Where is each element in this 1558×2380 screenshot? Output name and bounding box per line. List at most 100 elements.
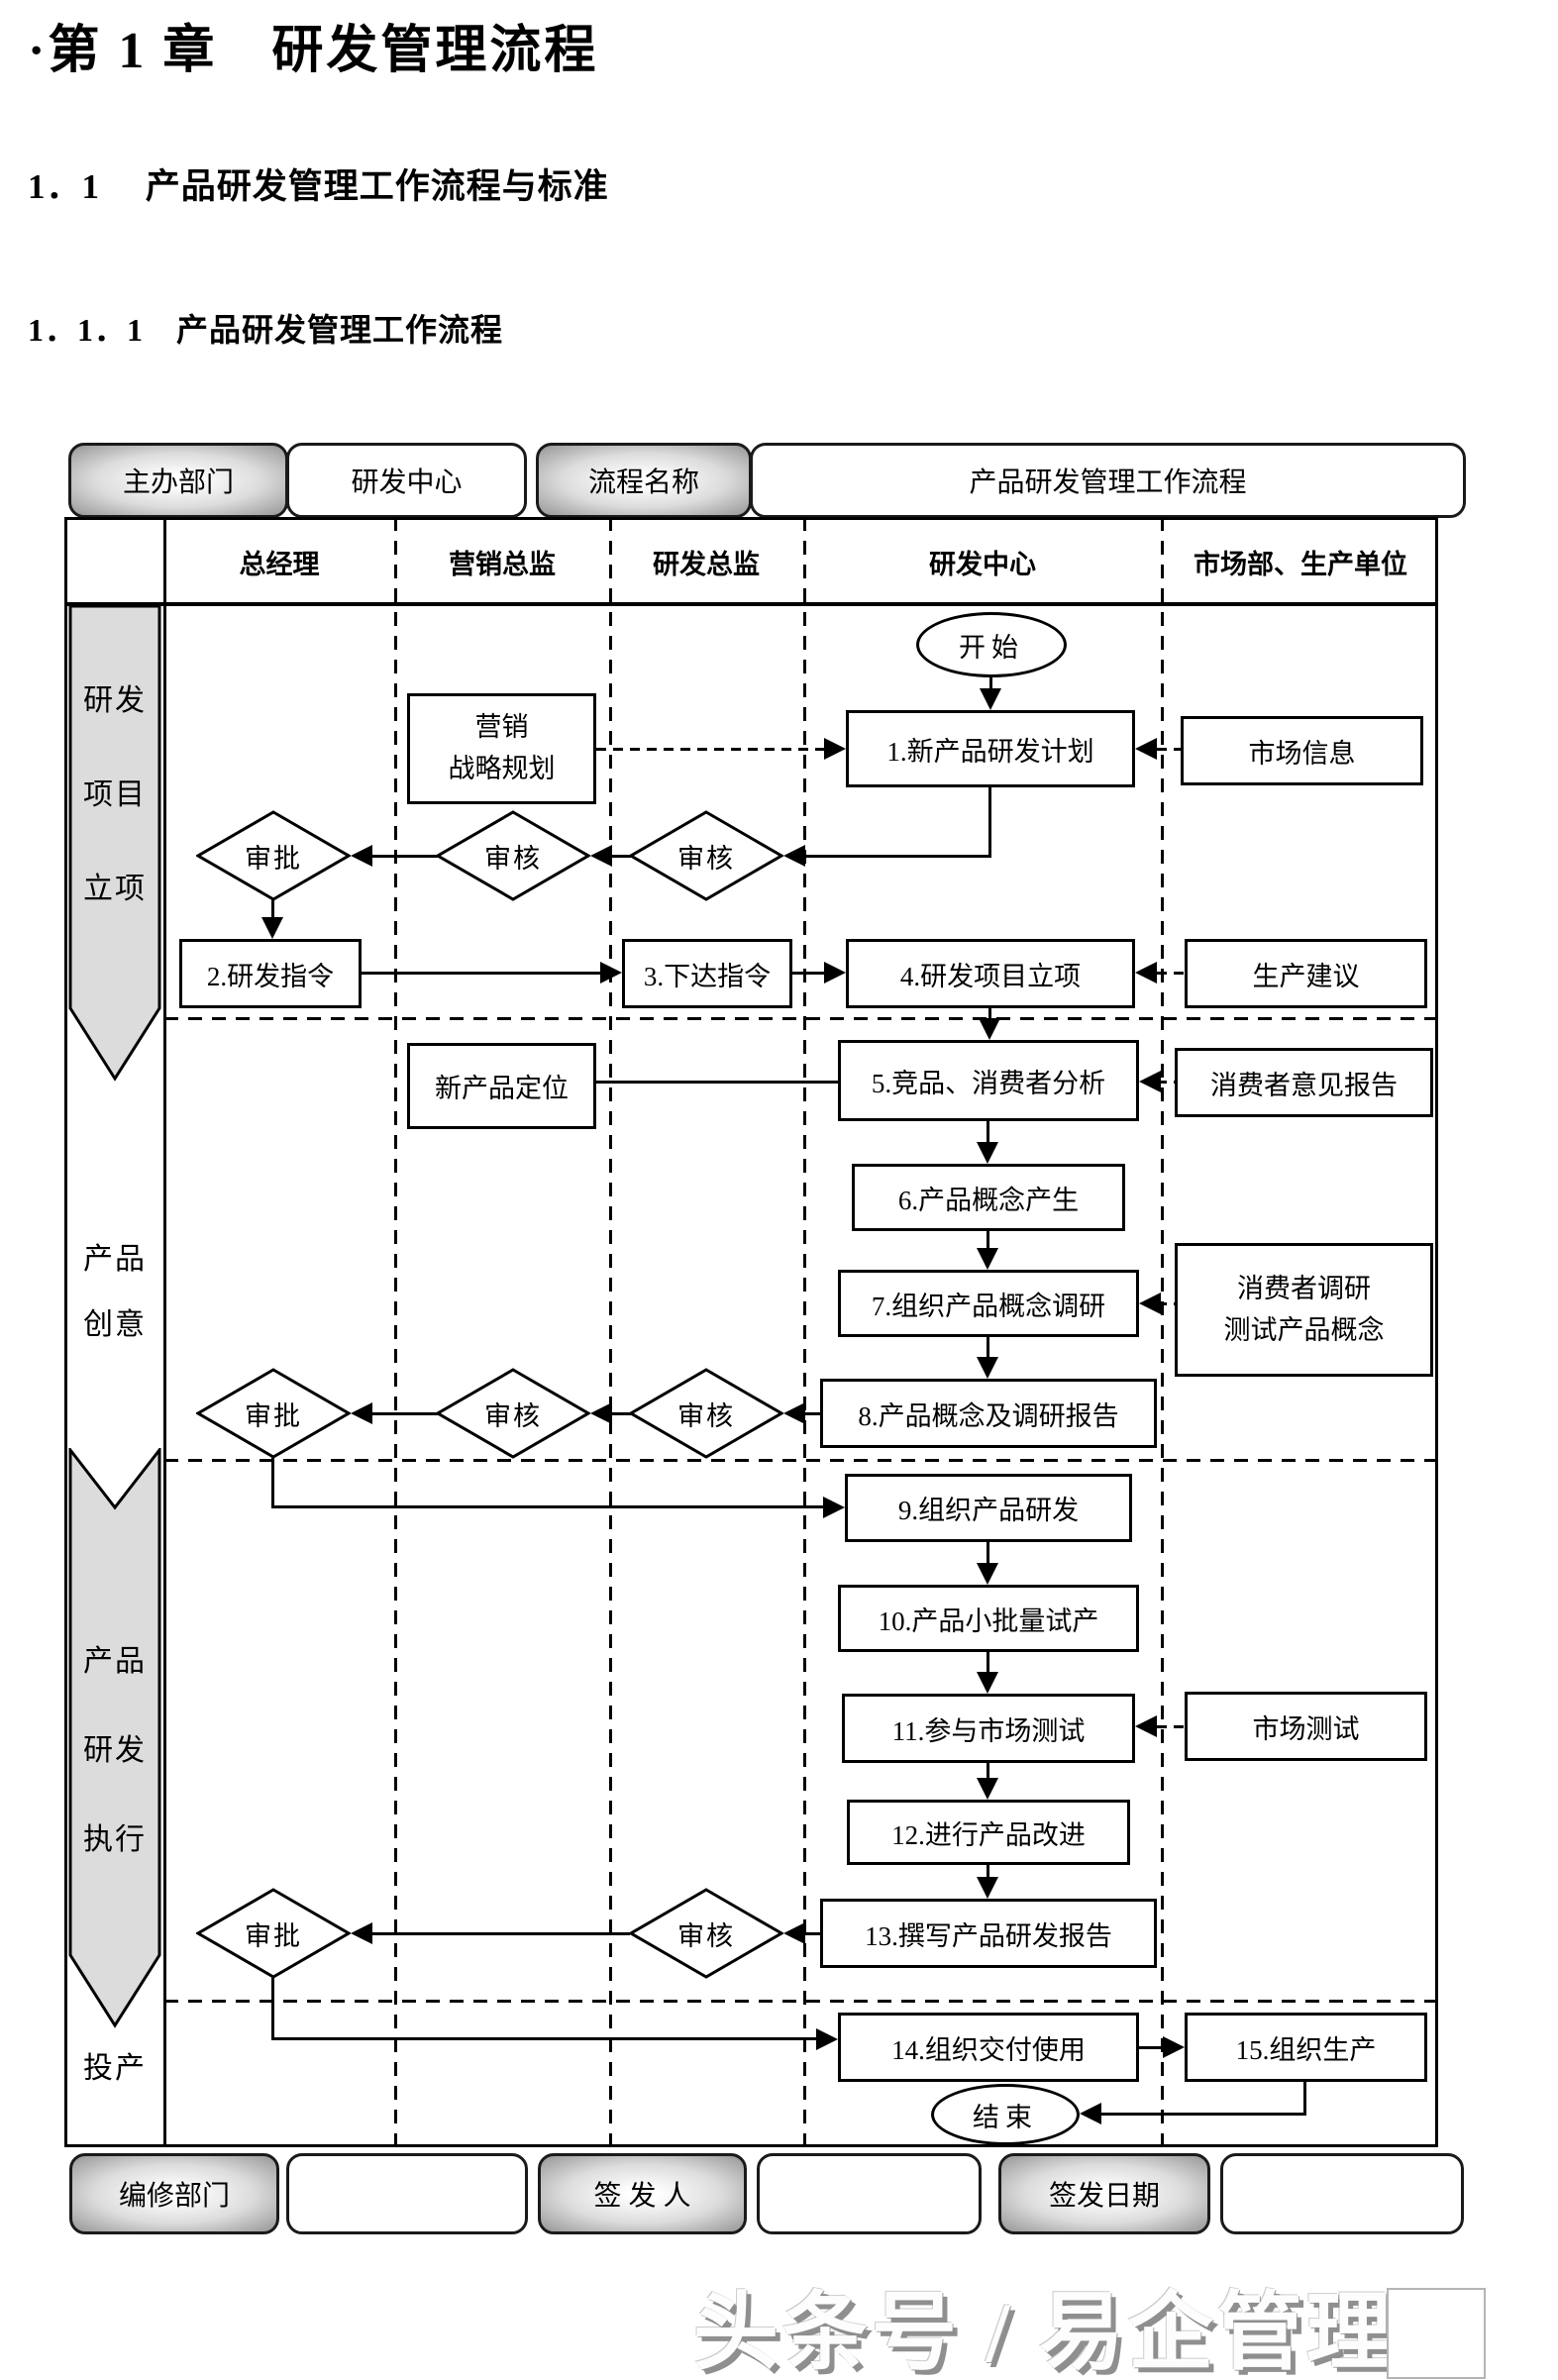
connector	[271, 1505, 825, 1508]
section-title: 1．1 产品研发管理工作流程与标准	[28, 167, 609, 206]
decision-review-2-label: 审核	[677, 843, 735, 874]
connector	[987, 1652, 989, 1674]
input-new-product-positioning: 新产品定位	[407, 1043, 596, 1129]
input-consumer-research-line2: 测试产品概念	[1223, 1314, 1385, 1345]
footer-issuer-value	[757, 2153, 982, 2234]
phase-label-product-idea: 创意	[83, 1308, 147, 1341]
connector	[1303, 2082, 1306, 2116]
phase-label-project-initiation: 立项	[83, 873, 147, 905]
column-header-marketing-director: 营销总监	[449, 550, 556, 579]
step-9-organize-product-rd: 9.组织产品研发	[845, 1474, 1132, 1542]
connector	[805, 855, 991, 858]
input-marketing-strategy: 营销 战略规划	[407, 693, 596, 804]
lane-divider-3	[803, 517, 806, 2147]
input-market-test: 市场测试	[1185, 1692, 1427, 1761]
arrowhead	[1080, 2103, 1101, 2124]
input-market-info: 市场信息	[1181, 716, 1423, 785]
section-divider-3	[164, 2000, 1438, 2003]
step-6-product-concept-generation: 6.产品概念产生	[852, 1164, 1125, 1231]
connector	[1099, 2113, 1306, 2116]
section-divider-1	[164, 1017, 1438, 1020]
connector-dashed	[1157, 972, 1185, 975]
arrowhead	[977, 1672, 998, 1694]
decision-review-4: 审核	[629, 1368, 783, 1459]
connector	[792, 972, 826, 975]
input-marketing-strategy-line1: 营销	[474, 712, 529, 743]
phase-label-rd-execution: 产品	[83, 1645, 147, 1678]
arrowhead	[351, 1922, 372, 1944]
flowchart-table-frame	[64, 517, 1438, 2147]
arrowhead	[977, 1778, 998, 1800]
footer-edit-dept-label: 编修部门	[69, 2153, 279, 2234]
sidebar-divider	[163, 517, 166, 2147]
step-10-small-batch-trial: 10.产品小批量试产	[838, 1585, 1139, 1652]
arrowhead	[1135, 738, 1157, 760]
column-header-rd-director: 研发总监	[653, 550, 760, 579]
input-consumer-research-line1: 消费者调研	[1237, 1273, 1371, 1303]
connector	[805, 1412, 820, 1415]
decision-review-1-label: 审核	[484, 843, 542, 874]
footer-edit-dept-value	[286, 2153, 528, 2234]
decision-approve-2-label: 审批	[245, 1400, 302, 1431]
arrowhead	[1163, 2036, 1185, 2058]
input-consumer-research: 消费者调研 测试产品概念	[1175, 1243, 1433, 1377]
header-flow-name-label: 流程名称	[536, 443, 752, 518]
input-marketing-strategy-line2: 战略规划	[448, 754, 556, 783]
arrowhead	[351, 1402, 372, 1424]
step-13-write-rd-report: 13.撰写产品研发报告	[820, 1899, 1157, 1968]
connector	[987, 1763, 989, 1780]
header-host-dept-label: 主办部门	[68, 443, 288, 518]
connector	[987, 1231, 989, 1251]
phase-label-rd-execution: 执行	[83, 1823, 147, 1856]
arrowhead	[823, 1497, 845, 1518]
arrowhead	[977, 1248, 998, 1270]
arrowhead	[1139, 1071, 1161, 1092]
arrowhead	[824, 738, 846, 760]
section-divider-2	[164, 1459, 1438, 1462]
input-production-advice: 生产建议	[1185, 939, 1427, 1008]
watermark-box	[1387, 2288, 1486, 2379]
connector	[271, 899, 274, 921]
arrowhead	[824, 962, 846, 983]
lane-divider-2	[609, 517, 612, 2147]
column-header-general-manager: 总经理	[239, 550, 320, 579]
chapter-title: ·第 1 章 研发管理流程	[28, 23, 599, 79]
connector	[987, 1337, 989, 1359]
lane-divider-4	[1161, 517, 1164, 2147]
phase-label-product-idea: 产品	[83, 1243, 147, 1276]
arrowhead	[590, 1402, 612, 1424]
connector-dashed	[1157, 1725, 1185, 1728]
step-3-issue-directive: 3.下达指令	[622, 939, 792, 1008]
connector	[987, 1121, 989, 1145]
step-12-product-improvement: 12.进行产品改进	[847, 1800, 1130, 1865]
connector	[271, 2037, 818, 2040]
input-consumer-opinion-report: 消费者意见报告	[1175, 1048, 1433, 1117]
arrowhead	[1135, 962, 1157, 983]
step-1-new-product-rd-plan: 1.新产品研发计划	[846, 710, 1135, 787]
connector-dashed	[1157, 1081, 1175, 1084]
connector	[987, 1865, 989, 1879]
arrowhead	[783, 1922, 805, 1944]
header-host-dept-value: 研发中心	[286, 443, 527, 518]
step-2-rd-directive: 2.研发指令	[179, 939, 362, 1008]
step-14-organize-delivery: 14.组织交付使用	[838, 2013, 1139, 2082]
decision-review-3: 审核	[436, 1368, 590, 1459]
decision-approve-3: 审批	[196, 1888, 351, 1979]
lane-divider-1	[394, 517, 397, 2147]
decision-review-5-label: 审核	[677, 1920, 735, 1951]
connector	[370, 1932, 630, 1935]
connector	[988, 787, 991, 858]
column-header-rd-center: 研发中心	[929, 550, 1036, 579]
connector	[370, 1412, 438, 1415]
decision-review-3-label: 审核	[484, 1400, 542, 1431]
arrowhead	[783, 1402, 805, 1424]
connector	[271, 1457, 274, 1508]
footer-issuer-label: 签 发 人	[538, 2153, 747, 2234]
decision-review-4-label: 审核	[677, 1400, 735, 1431]
phase-label-project-initiation: 项目	[83, 778, 147, 811]
step-11-market-testing: 11.参与市场测试	[842, 1694, 1135, 1763]
arrowhead	[783, 845, 805, 867]
step-7-organize-concept-research: 7.组织产品概念调研	[838, 1270, 1139, 1337]
decision-review-5: 审核	[629, 1888, 783, 1979]
